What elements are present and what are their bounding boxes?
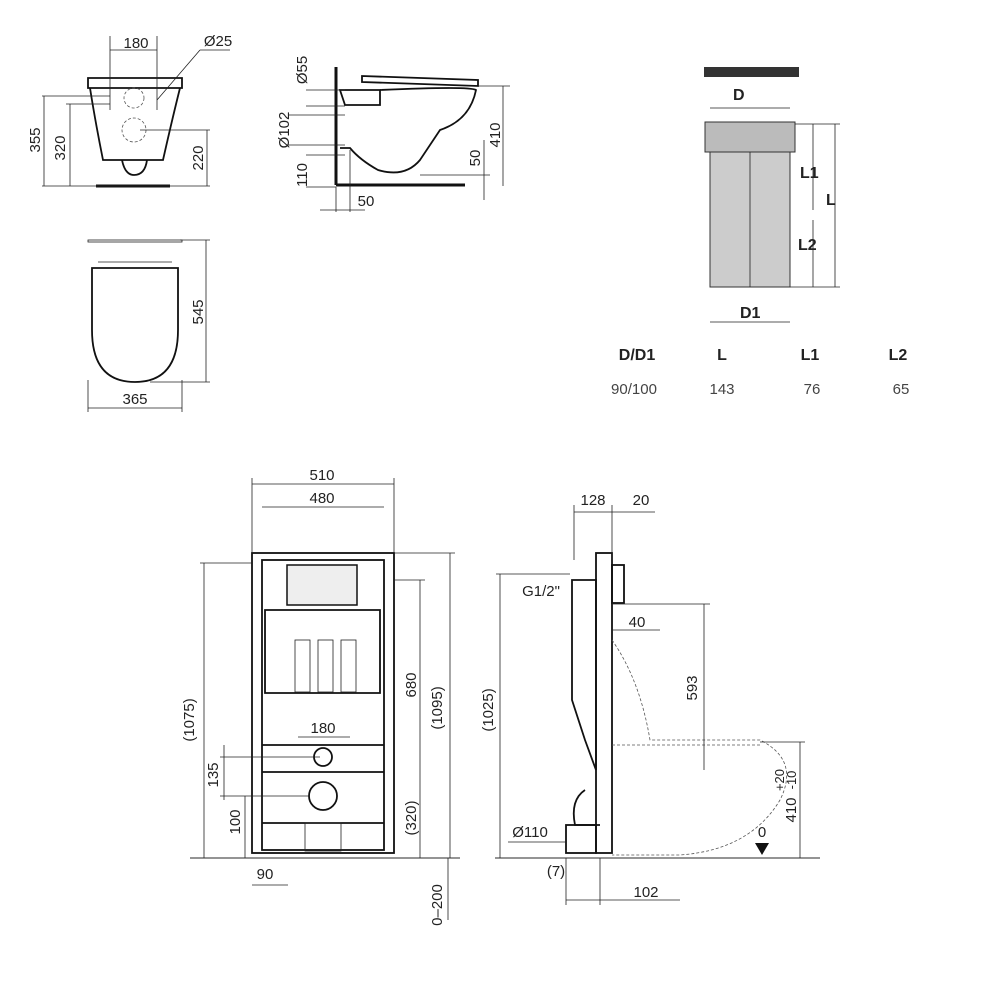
- pipe-dimension-table: D/D1 L L1 L2 90/100 143 76 65: [611, 347, 909, 398]
- dim-102: 102: [633, 884, 658, 901]
- table-cell: 76: [804, 381, 821, 398]
- dim-680: 680: [403, 672, 420, 697]
- dim-410: 410: [487, 122, 504, 147]
- dim-90: 90: [257, 866, 274, 883]
- table-header: D/D1: [619, 347, 656, 364]
- pipe-label-l2: L2: [798, 237, 817, 254]
- dim-320: 320: [52, 135, 69, 160]
- pipe-label-l1: L1: [800, 165, 819, 182]
- dim-20: 20: [633, 492, 650, 509]
- tolerance-minus: -10: [784, 771, 799, 790]
- pipe-connector-drawing: D L1 L L2 D1: [704, 67, 840, 323]
- floor-level-0: 0: [758, 824, 766, 841]
- table-header: L1: [801, 347, 820, 364]
- dim-180: 180: [123, 35, 148, 52]
- dim-135: 135: [205, 762, 222, 787]
- dim-480: 480: [309, 490, 334, 507]
- frame-side-view: 128 20 G1/2" (1025) 40 593 410 +20 -10 Ø…: [480, 492, 820, 905]
- dim-1095: (1095): [429, 686, 446, 729]
- dim-40: 40: [629, 614, 646, 631]
- frame-front-view: 510 480 (1075) 680 (1095) 180 135 100 (3…: [181, 467, 460, 926]
- bowl-top-view: 545 365: [87, 239, 210, 412]
- dim-510: 510: [309, 467, 334, 484]
- dim-320-frame: (320): [403, 800, 420, 835]
- table-header: L2: [889, 347, 908, 364]
- dim-hole-diameter: Ø25: [204, 33, 232, 50]
- table-header: L: [717, 347, 727, 364]
- dim-diameter-55: Ø55: [294, 56, 311, 84]
- dim-7: (7): [547, 863, 565, 880]
- dim-100: 100: [227, 809, 244, 834]
- dim-180-frame: 180: [310, 720, 335, 737]
- dim-1025: (1025): [480, 688, 497, 731]
- dim-593: 593: [684, 675, 701, 700]
- pipe-label-l: L: [826, 192, 836, 209]
- dim-1075: (1075): [181, 698, 198, 741]
- dim-355: 355: [27, 127, 44, 152]
- dim-220: 220: [190, 145, 207, 170]
- dim-410-mount: 410: [783, 797, 800, 822]
- bowl-side-view: Ø55 Ø102 110 50 410 50: [276, 56, 510, 212]
- thread-size-label: G1/2": [522, 583, 560, 600]
- bowl-front-view: 180 Ø25 355 320 220: [27, 33, 232, 188]
- pipe-label-d: D: [733, 87, 745, 104]
- table-cell: 143: [709, 381, 734, 398]
- dim-110: 110: [294, 163, 311, 187]
- dim-diameter-110: Ø110: [512, 824, 548, 841]
- table-cell: 90/100: [611, 381, 657, 398]
- dim-50-horizontal: 50: [358, 193, 375, 210]
- dim-0-200: 0–200: [429, 884, 446, 926]
- dim-365: 365: [122, 391, 147, 408]
- dim-diameter-102: Ø102: [276, 112, 293, 149]
- table-cell: 65: [893, 381, 910, 398]
- dim-545: 545: [190, 299, 207, 324]
- tolerance-plus: +20: [772, 769, 787, 791]
- dim-128: 128: [580, 492, 605, 509]
- pipe-label-d1: D1: [740, 305, 761, 322]
- dim-50-vertical: 50: [467, 150, 484, 167]
